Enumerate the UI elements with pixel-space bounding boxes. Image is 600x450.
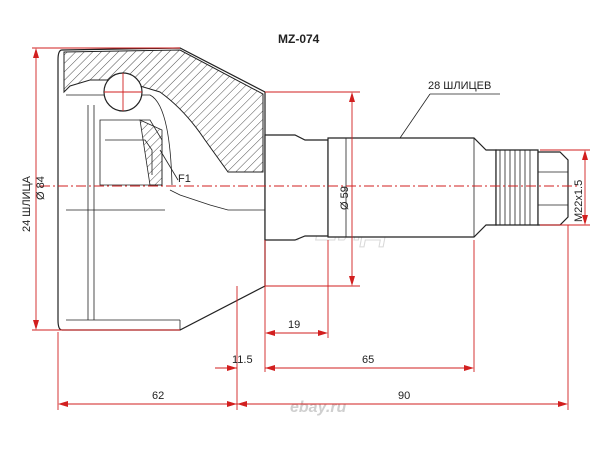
dim-90-label: 90: [398, 390, 410, 402]
dim-11-5-label: 11.5: [232, 354, 253, 366]
dim-shaft-diameter: Ø 59: [339, 92, 355, 286]
shaft-diameter-label: Ø 59: [339, 186, 351, 210]
shaft: [264, 93, 569, 241]
flag-label: F1: [178, 173, 191, 185]
dim-outer-diameter: 24 ШЛИЦА Ø 84: [21, 48, 47, 330]
thread-label: M22x1.5: [573, 180, 585, 222]
dim-19-label: 19: [288, 319, 300, 331]
watermark-site: ebay.ru: [290, 399, 347, 416]
dim-62-and-90: 62 90: [58, 390, 568, 407]
inner-splines-label: 24 ШЛИЦА: [21, 175, 33, 232]
outer-diameter-label: Ø 84: [35, 176, 47, 200]
outer-housing: F1: [57, 47, 266, 331]
dim-65-label: 65: [362, 354, 374, 366]
extension-lines: [32, 47, 590, 410]
dim-19: 19: [265, 319, 328, 336]
outer-splines-label: 28 ШЛИЦЕВ: [428, 80, 491, 92]
part-number-title: MZ-074: [278, 32, 320, 46]
dim-thread: M22x1.5: [573, 150, 588, 225]
dim-62-label: 62: [152, 390, 164, 402]
dim-11-5-and-65: 11.5 65: [215, 354, 474, 371]
